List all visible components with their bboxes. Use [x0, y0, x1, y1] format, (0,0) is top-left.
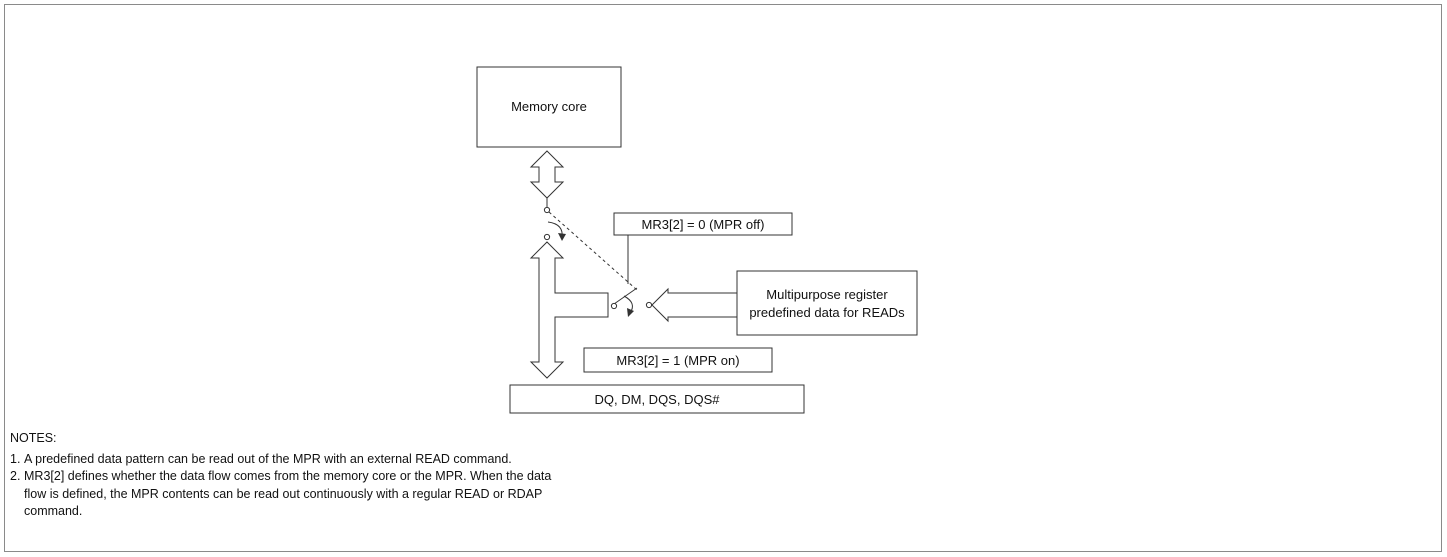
- register-data-arrow: [651, 287, 738, 323]
- notes-heading: NOTES:: [10, 431, 57, 445]
- mpr-on-label: MR3[2] = 1 (MPR on): [616, 353, 739, 368]
- mpr-on-label-box: MR3[2] = 1 (MPR on): [583, 347, 773, 373]
- switch-linkage-dashed: [548, 211, 638, 291]
- register-label-line2: predefined data for READs: [749, 305, 905, 320]
- note-text: A predefined data pattern can be read ou…: [24, 451, 512, 466]
- dq-bus-label: DQ, DM, DQS, DQS#: [595, 392, 721, 407]
- mpr-switch-rotation-arrowhead: [627, 308, 634, 317]
- note-item: 2. MR3[2] defines whether the data flow …: [10, 468, 575, 521]
- note-number: 2.: [10, 469, 21, 483]
- memory-core-label: Memory core: [511, 99, 587, 114]
- core-switch-rotation-arrowhead: [558, 233, 566, 241]
- lower-bidirectional-bus-arrow: [529, 241, 609, 379]
- core-switch-bottom-contact: [543, 233, 551, 241]
- mpr-switch-left-contact: [610, 302, 618, 310]
- note-text: MR3[2] defines whether the data flow com…: [24, 469, 552, 518]
- multipurpose-register-block: Multipurpose register predefined data fo…: [736, 270, 918, 336]
- note-number: 1.: [10, 451, 21, 466]
- mpr-off-label: MR3[2] = 0 (MPR off): [642, 217, 765, 232]
- note-item: 1. A predefined data pattern can be read…: [10, 451, 730, 469]
- upper-bidirectional-arrow: [529, 150, 565, 199]
- memory-core-block: Memory core: [476, 66, 622, 148]
- mpr-switch-right-contact: [645, 301, 653, 309]
- notes-section: NOTES: 1. A predefined data pattern can …: [10, 430, 730, 521]
- core-switch-top-contact: [543, 206, 551, 214]
- mpr-switch: [610, 287, 653, 317]
- dq-bus-block: DQ, DM, DQS, DQS#: [509, 384, 805, 414]
- mpr-off-label-box: MR3[2] = 0 (MPR off): [613, 212, 793, 236]
- register-label-line1: Multipurpose register: [766, 287, 888, 302]
- figure-frame: [4, 4, 1442, 552]
